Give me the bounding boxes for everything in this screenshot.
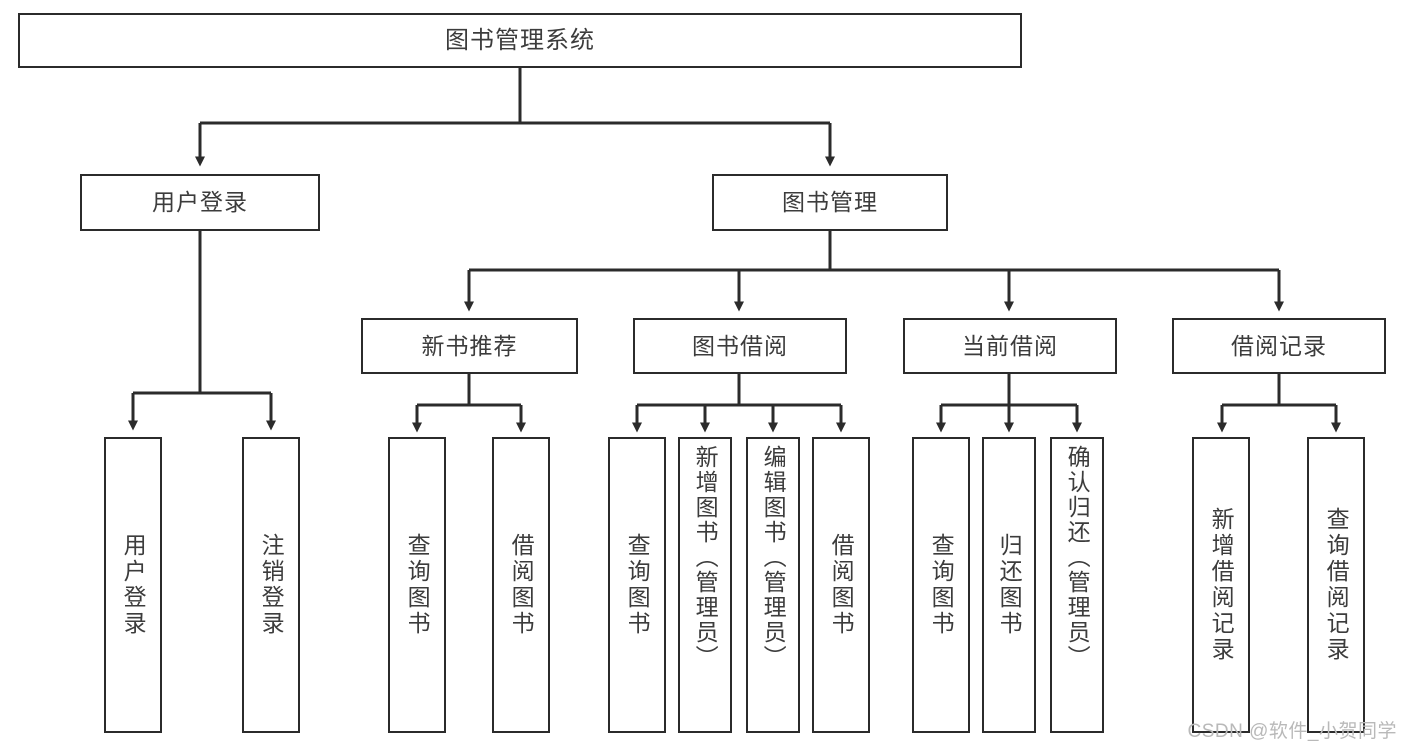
leaf-query-book-current[interactable]: 查询图书 — [912, 437, 970, 733]
node-label: 编辑图书（管理员） — [760, 445, 787, 670]
node-label: 借阅记录 — [1231, 332, 1327, 359]
leaf-query-book-recommend[interactable]: 查询图书 — [388, 437, 446, 733]
leaf-add-book-admin[interactable]: 新增图书（管理员） — [678, 437, 732, 733]
node-label: 图书借阅 — [692, 332, 788, 359]
node-new-book-recommend[interactable]: 新书推荐 — [361, 318, 578, 374]
leaf-logout[interactable]: 注销登录 — [242, 437, 300, 733]
node-label: 新增图书（管理员） — [692, 445, 719, 670]
node-label: 图书管理系统 — [445, 26, 595, 54]
node-book-management[interactable]: 图书管理 — [712, 174, 948, 231]
node-label: 新增借阅记录 — [1208, 507, 1235, 663]
leaf-borrow-book[interactable]: 借阅图书 — [812, 437, 870, 733]
leaf-edit-book-admin[interactable]: 编辑图书（管理员） — [746, 437, 800, 733]
node-label: 确认归还（管理员） — [1064, 445, 1091, 670]
node-label: 新书推荐 — [421, 332, 518, 359]
node-root-system[interactable]: 图书管理系统 — [18, 13, 1022, 68]
node-label: 用户登录 — [120, 533, 147, 637]
node-label: 借阅图书 — [828, 533, 855, 637]
leaf-query-borrow-record[interactable]: 查询借阅记录 — [1307, 437, 1365, 733]
node-label: 归还图书 — [996, 533, 1023, 637]
leaf-return-book[interactable]: 归还图书 — [982, 437, 1036, 733]
leaf-confirm-return-admin[interactable]: 确认归还（管理员） — [1050, 437, 1104, 733]
csdn-watermark: CSDN @软件_小贺同学 — [1187, 721, 1397, 742]
node-current-borrow[interactable]: 当前借阅 — [903, 318, 1117, 374]
node-label: 查询借阅记录 — [1323, 507, 1350, 663]
node-label: 查询图书 — [624, 533, 651, 637]
node-label: 查询图书 — [404, 533, 431, 637]
leaf-user-login[interactable]: 用户登录 — [104, 437, 162, 733]
node-label: 用户登录 — [152, 189, 248, 215]
leaf-borrow-book-recommend[interactable]: 借阅图书 — [492, 437, 550, 733]
node-user-login[interactable]: 用户登录 — [80, 174, 320, 231]
node-label: 图书管理 — [782, 189, 878, 215]
node-label: 借阅图书 — [508, 533, 535, 637]
leaf-query-book-borrow[interactable]: 查询图书 — [608, 437, 666, 733]
node-borrow-record[interactable]: 借阅记录 — [1172, 318, 1386, 374]
node-label: 当前借阅 — [962, 332, 1058, 359]
node-book-borrow[interactable]: 图书借阅 — [633, 318, 847, 374]
leaf-add-borrow-record[interactable]: 新增借阅记录 — [1192, 437, 1250, 733]
node-label: 注销登录 — [258, 533, 285, 637]
node-label: 查询图书 — [928, 533, 955, 637]
